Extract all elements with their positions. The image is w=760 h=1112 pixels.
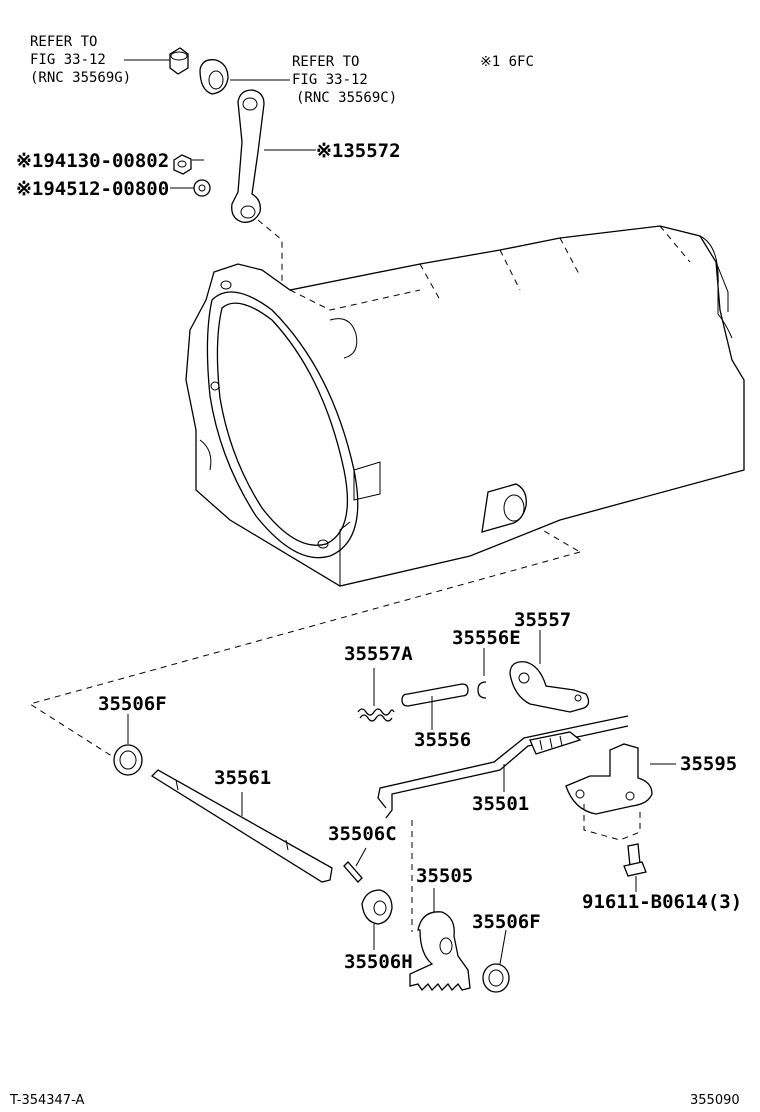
label-35501: 35501	[472, 793, 529, 815]
e-ring-35556E	[477, 648, 487, 699]
label-35557A: 35557A	[344, 643, 413, 665]
shaft-phantom-line	[28, 551, 581, 761]
manual-lever-35572	[231, 89, 316, 223]
bushing-c-part	[199, 59, 229, 95]
ref2-line1: REFER TO	[292, 54, 359, 70]
ref2-line3: (RNC 35569C)	[296, 90, 397, 106]
oil-seal-35506F-right	[482, 929, 510, 993]
manual-shaft-35561	[150, 769, 333, 883]
detent-lever-35505	[409, 820, 471, 992]
diagram-code: T-354347-A	[9, 1093, 84, 1108]
cable-35501	[377, 715, 629, 819]
bolt-91611	[623, 843, 647, 892]
model-note: ※1 6FC	[480, 54, 534, 70]
ref1-line1: REFER TO	[30, 34, 97, 50]
label-35556: 35556	[414, 729, 471, 751]
pin-35556	[401, 683, 469, 730]
label-35572: ※135572	[316, 140, 401, 162]
lever-35557	[509, 630, 590, 713]
ref1-line2: FIG 33-12	[30, 52, 106, 68]
washer-part	[170, 179, 211, 197]
figure-number: 355090	[690, 1093, 740, 1108]
label-91611-B0614: 91611-B0614(3)	[582, 891, 742, 913]
label-35506F-left: 35506F	[98, 693, 167, 715]
label-35557: 35557	[514, 609, 571, 631]
label-35595: 35595	[680, 753, 737, 775]
label-35506F-right: 35506F	[472, 911, 541, 933]
label-35561: 35561	[214, 767, 271, 789]
transmission-case	[185, 225, 745, 587]
ref2-line2: FIG 33-12	[292, 72, 368, 88]
ref1-line3: (RNC 35569G)	[30, 70, 131, 86]
bushing-35506H	[361, 889, 393, 950]
pin-35506C	[343, 847, 367, 883]
label-35506C: 35506C	[328, 823, 397, 845]
reference-note-2: REFER TO FIG 33-12 (RNC 35569C)	[230, 54, 397, 106]
label-194512-00800: ※194512-00800	[16, 178, 169, 200]
label-35505: 35505	[416, 865, 473, 887]
label-35506H: 35506H	[344, 951, 413, 973]
nut-part	[173, 154, 204, 175]
bracket-35595	[565, 743, 676, 841]
spring-35557A	[357, 668, 395, 722]
oil-seal-35506F-left	[113, 714, 143, 776]
reference-note-1: REFER TO FIG 33-12 (RNC 35569G)	[30, 34, 170, 86]
bushing-small-part	[169, 47, 189, 75]
label-35556E: 35556E	[452, 627, 521, 649]
label-194130-00802: ※194130-00802	[16, 150, 169, 172]
